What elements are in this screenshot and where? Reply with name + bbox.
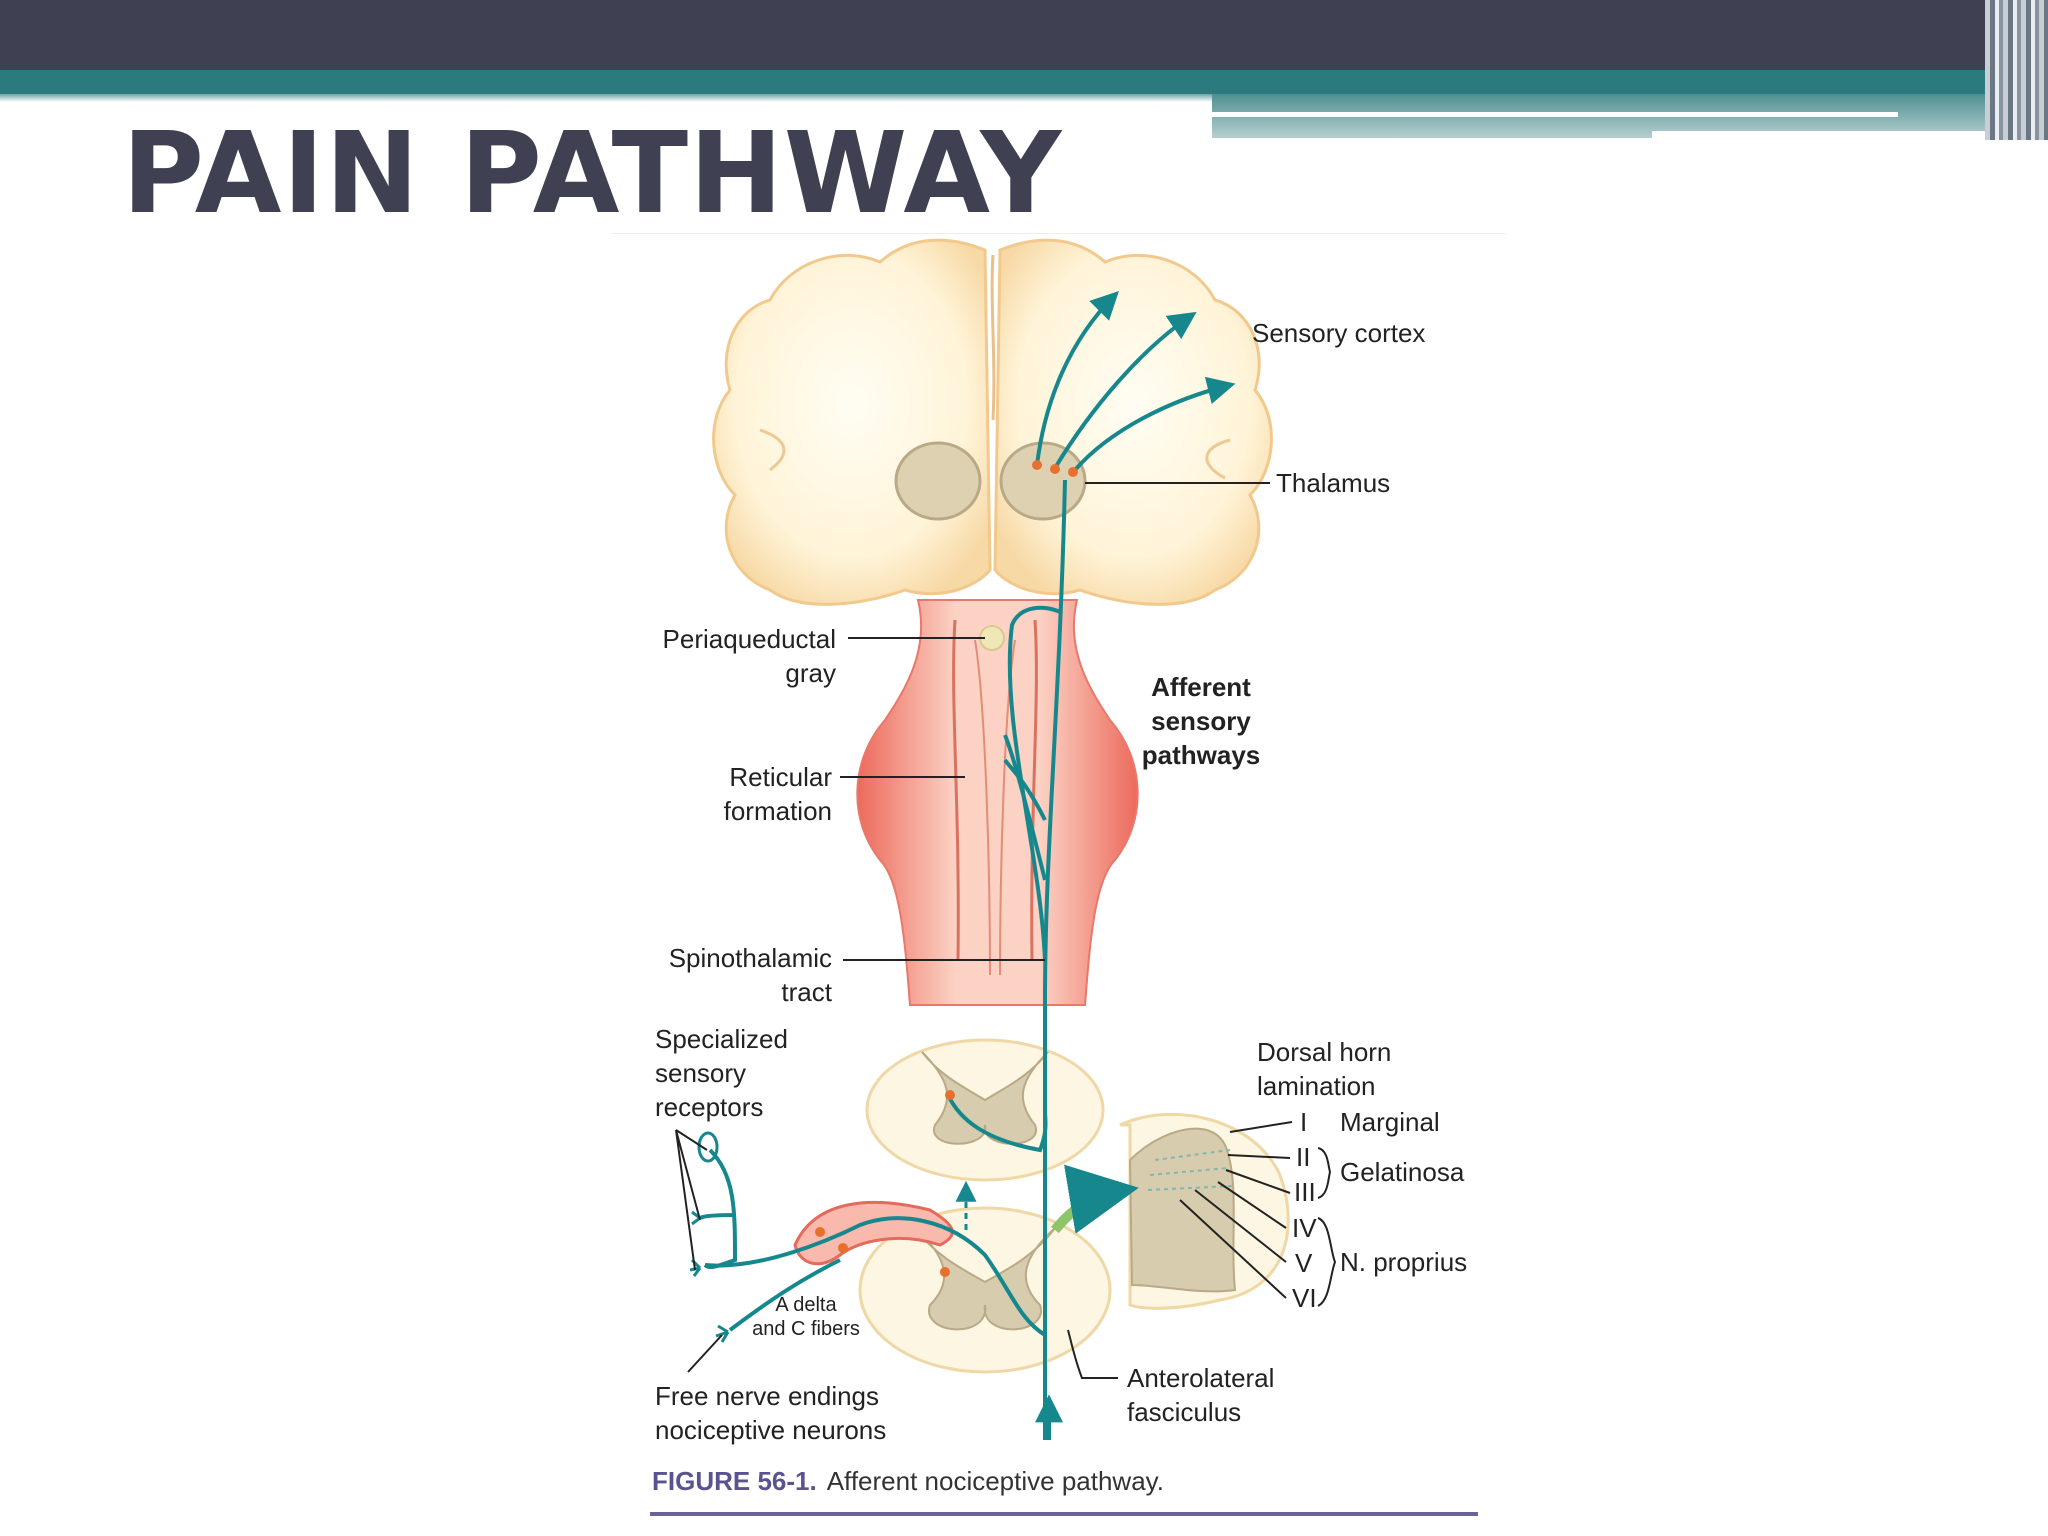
decorative-stripes <box>1985 0 2048 140</box>
collateral-2 <box>1003 758 1047 821</box>
peripheral-fiber <box>704 1216 1047 1337</box>
label-a-delta-line2: and C fibers <box>752 1318 860 1340</box>
brain <box>712 238 1273 606</box>
figure-caption: FIGURE 56-1. Afferent nociceptive pathway… <box>652 1466 1164 1497</box>
teal-band-shadow <box>0 94 1212 102</box>
label-spinothalamic-line2: tract <box>781 977 832 1007</box>
upper-spinal-section <box>865 1038 1105 1182</box>
decorative-line-1 <box>1212 112 1898 117</box>
label-dorsal-horn-line2: lamination <box>1257 1071 1376 1101</box>
label-specialized-line3: receptors <box>655 1092 763 1122</box>
lower-spinal-section <box>858 1206 1112 1374</box>
upper-cord-fiber <box>946 1094 1048 1153</box>
slide-title: PAIN PATHWAY <box>122 109 1063 239</box>
label-lamina-II: II <box>1296 1142 1310 1172</box>
label-lamina-IV: IV <box>1292 1213 1317 1243</box>
label-a-delta-line1: A delta <box>775 1294 837 1316</box>
figure-caption-text: Afferent nociceptive pathway. <box>826 1466 1164 1496</box>
label-free-nerve-line2: nociceptive neurons <box>655 1415 886 1445</box>
cortex-fiber-3 <box>1073 376 1236 472</box>
receptor-fiber <box>698 1148 738 1270</box>
figure-number: FIGURE 56-1. <box>652 1466 817 1496</box>
label-periaqueductal-line1: Periaqueductal <box>663 624 836 654</box>
label-sensory-cortex: Sensory cortex <box>1252 318 1425 348</box>
right-thalamus <box>999 441 1087 521</box>
label-specialized-line1: Specialized <box>655 1024 788 1054</box>
brainstem-body <box>856 599 1139 1006</box>
label-reticular-line2: formation <box>724 796 832 826</box>
decorative-line-2 <box>1652 131 2008 138</box>
label-periaqueductal-line2: gray <box>785 658 836 688</box>
free-ending-fiber <box>728 1258 841 1332</box>
label-gelatinosa: Gelatinosa <box>1340 1157 1465 1187</box>
left-thalamus <box>894 441 982 521</box>
green-enlargement-arrow <box>1051 1164 1139 1234</box>
longitudinal-fissure <box>990 254 996 421</box>
label-reticular-line1: Reticular <box>729 762 832 792</box>
label-afferent-line1: Afferent <box>1151 672 1251 702</box>
label-marginal: Marginal <box>1340 1107 1440 1137</box>
label-spinothalamic-line1: Spinothalamic <box>669 943 832 973</box>
synapse-dots <box>815 460 1078 1277</box>
caption-rule <box>650 1512 1478 1516</box>
label-anterolateral-line2: fasciculus <box>1127 1397 1241 1427</box>
cortex-fiber-1 <box>1035 291 1119 466</box>
collateral-1 <box>1003 734 1047 881</box>
teal-accent-band <box>0 70 2048 94</box>
label-thalamus: Thalamus <box>1276 468 1390 498</box>
lamina-braces <box>1317 1147 1337 1307</box>
label-afferent-line3: pathways <box>1142 740 1261 770</box>
leader-lines <box>675 482 1293 1379</box>
label-dorsal-horn-line1: Dorsal horn <box>1257 1037 1391 1067</box>
label-n-proprius: N. proprius <box>1340 1247 1467 1277</box>
label-lamina-VI: VI <box>1292 1283 1317 1313</box>
brainstem <box>856 599 1139 1006</box>
sulcus-left <box>759 428 786 472</box>
label-lamina-I: I <box>1300 1107 1307 1137</box>
left-hemisphere <box>712 238 992 606</box>
top-title-bar <box>0 0 2048 70</box>
label-lamina-V: V <box>1295 1248 1313 1278</box>
label-lamina-III: III <box>1294 1177 1316 1207</box>
label-free-nerve-line1: Free nerve endings <box>655 1381 879 1411</box>
label-afferent-line2: sensory <box>1151 706 1251 736</box>
reticular-branch <box>1007 605 1061 961</box>
aqueduct-channel <box>952 619 1038 961</box>
teal-nerve-fibers <box>698 291 1236 1440</box>
sulcus-right <box>1205 438 1231 480</box>
label-anterolateral-line1: Anterolateral <box>1127 1363 1274 1393</box>
cortex-fiber-2 <box>1053 311 1197 470</box>
figure-top-rule <box>612 233 1506 234</box>
label-specialized-line2: sensory <box>655 1058 746 1088</box>
